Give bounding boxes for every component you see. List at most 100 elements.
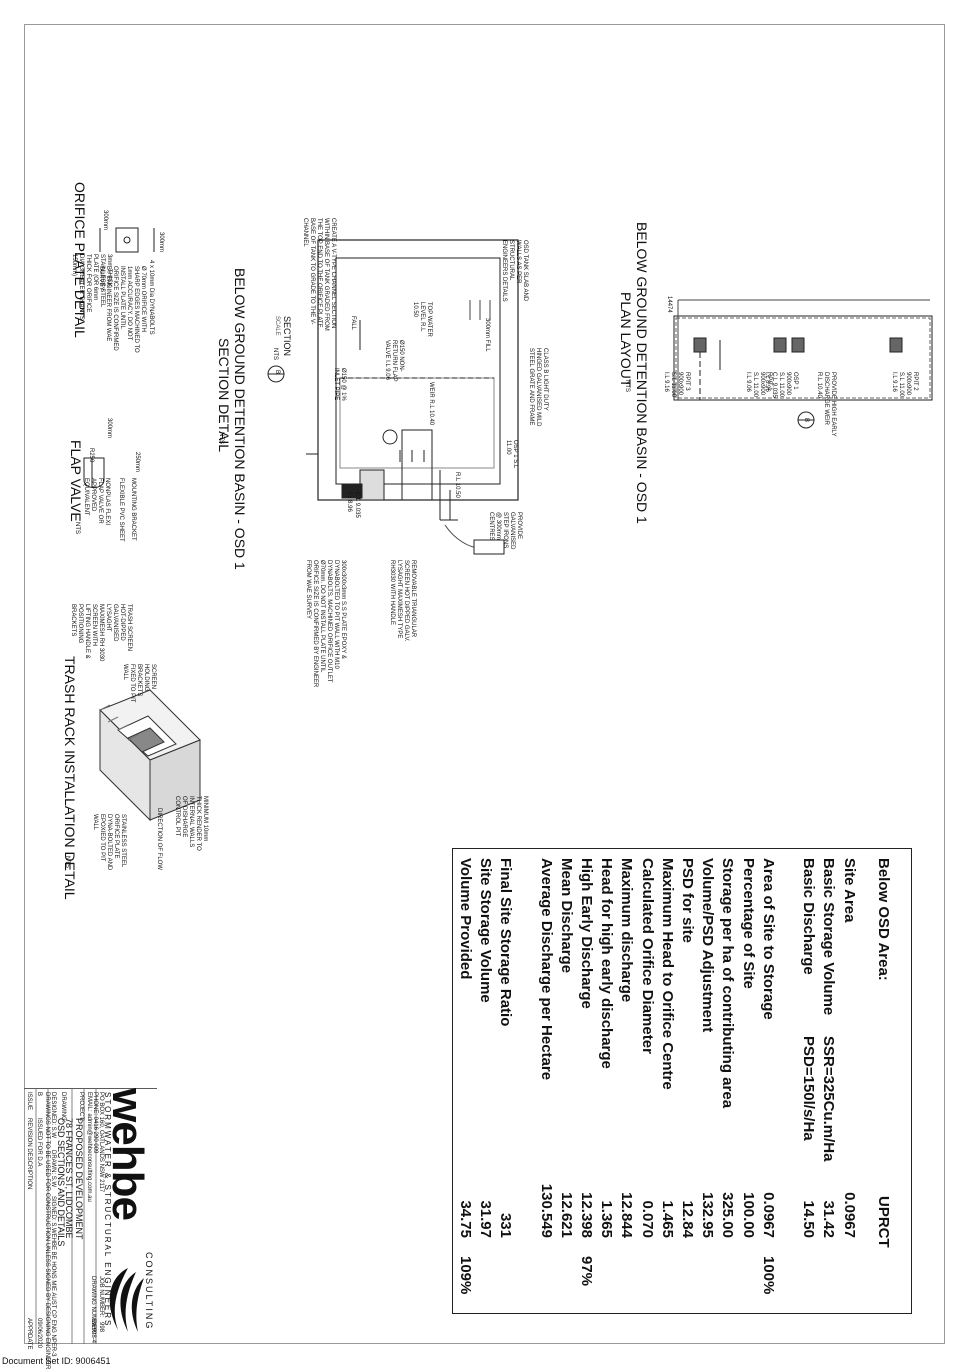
section-note-5: WEIR R.L 10.40 xyxy=(428,382,434,426)
date-label: DATE xyxy=(26,1334,32,1350)
orifice-note-plate: 3mm THICK STAINLESS STEEL PLATE (OR 6mm … xyxy=(71,254,112,313)
plan-label-rpit3: RPIT 3 900x900 S.L 11.00 I.L 9.16 xyxy=(663,372,690,398)
osd-row-value: 12.621 xyxy=(557,1192,575,1238)
osd-row-label: Volume/PSD Adjustment xyxy=(699,858,717,1033)
company-phone: PHONE: 0416 290 009 xyxy=(92,1092,98,1154)
section-note-7: Ø150 NON-RETURN FLAP VALVE I.L 9.06 xyxy=(384,340,404,382)
plan-section-marker-label: B xyxy=(803,418,809,423)
osd-row-label: PSD for site xyxy=(679,858,696,944)
osd-row-label: Maximum Head to Orifice Centre xyxy=(658,858,676,1090)
plan-pit-rpit1 xyxy=(773,337,787,353)
issue-description: ISSUED FOR D.A xyxy=(36,1118,42,1167)
drawn-by: DRAWN: S.W xyxy=(50,1150,56,1188)
section-note-16: 300x300x3mm S.S PLATE EPOXY & DYNABOLTED… xyxy=(305,560,346,688)
logo-flame-icon xyxy=(109,1268,144,1332)
issue-label: ISSUE xyxy=(26,1092,32,1111)
osd-calc-table xyxy=(452,848,912,1314)
construction-warning: DRAWINGS NOT TO BE USED FOR CONSTRUCTION… xyxy=(44,1092,50,1370)
issue-value: B xyxy=(36,1092,42,1097)
plan-scale: NTS xyxy=(624,380,630,392)
drawing-number: SW998-4 xyxy=(90,1318,96,1344)
osd-row-label: Basic Discharge xyxy=(800,858,818,975)
osd-row-value: 12.84 xyxy=(679,1200,696,1238)
trash-note-3: MINIMUM 10mm THICK RENDER TO INTERNAL WA… xyxy=(174,796,208,851)
drawing-sheet-border xyxy=(24,24,945,1344)
osd-row-value: 31.97 xyxy=(477,1200,494,1238)
plan-tank-outline xyxy=(673,315,933,401)
trash-note-1: SCREEN HOLDING BRACKETS FIXED TO PIT WAL… xyxy=(122,664,156,703)
osd-row-value: 31.42 xyxy=(820,1200,838,1238)
section-note-3: 300mm FILL xyxy=(484,318,490,352)
osd-row-value: 325.00 xyxy=(719,1192,737,1238)
osd-heading: Below OSD Area: xyxy=(875,858,892,981)
section-note-12: PROVIDE GALVANISED STEP IRONS @ 300mm CE… xyxy=(488,512,522,550)
osd-row-label: High Early Discharge xyxy=(578,858,595,1009)
signed-by: SIGNED: S.WEHBE BE HONS MIE AUST CP ENG … xyxy=(50,1196,56,1357)
job-number: 998 xyxy=(98,1322,104,1333)
section-inlet-pipe xyxy=(382,429,398,445)
issue-date: 09/06/2020 xyxy=(36,1318,42,1349)
osd-row-value: 0.0967 xyxy=(840,1192,858,1238)
revision-label: REVISION DESCRIPTION xyxy=(26,1118,32,1190)
osd-row-label: Head for high early discharge xyxy=(598,858,616,1069)
osd-row-label: Mean Discharge xyxy=(557,858,575,974)
plan-title: BELOW GROUND DETENTION BASIN - OSD 1 xyxy=(634,222,650,524)
flap-note-bracket: MOUNTING BRACKET xyxy=(130,478,136,541)
osd-row-formula: SSR=325Cu.m/Ha xyxy=(820,1036,838,1162)
plan-dimension: 14474 xyxy=(666,296,672,313)
osd-heading-value: UPRCT xyxy=(875,1196,892,1248)
osd-row-value: 34.75 xyxy=(456,1200,474,1238)
orifice-dim-1: 300mm xyxy=(158,232,164,253)
section-tank xyxy=(317,239,519,501)
trash-note-2: TRASH SCREEN HOT-DIPPED GALVANISED LYSAG… xyxy=(70,604,132,662)
section-marker-label: B xyxy=(274,370,280,375)
section-note-8: Ø150 @ 1% INLET PIPE xyxy=(333,368,346,401)
osd-row-percent: 109% xyxy=(456,1256,474,1295)
osd-row-formula: PSD=150l/s/Ha xyxy=(800,1036,818,1141)
company-address: PO BOX 160, OATLANDS NSW 2117 xyxy=(98,1092,104,1193)
flap-note-valve: NONPLAS FLEXI FLAP VALVE OR APPROVED EQU… xyxy=(83,478,110,526)
section-nts: NTS xyxy=(272,348,278,360)
section-label: SECTION xyxy=(282,316,292,357)
section-note-10: OSP 1 S.L 11.00 xyxy=(505,440,518,469)
section-note-13: C.L 9.035 xyxy=(354,492,360,518)
osd-row-label: Average Discharge per Hectare xyxy=(537,858,555,1081)
osd-row-label: Site Storage Volume xyxy=(477,858,494,1003)
osd-row-value: 14.50 xyxy=(800,1200,818,1238)
section-note-2: CLASS B LIGHT DUTY HINGED GALVANISED MIL… xyxy=(528,348,548,427)
osd-row-label: Area of Site to Storage xyxy=(759,858,777,1020)
plan-subtitle: PLAN LAYOUT xyxy=(618,292,634,388)
osd-row-value: 130.549 xyxy=(537,1183,555,1238)
osd-row-label: Final Site Storage Ratio xyxy=(497,858,515,1027)
osd-row-percent: 97% xyxy=(578,1256,595,1287)
osd-row-value: 100.00 xyxy=(739,1192,757,1238)
trash-scale: NTS xyxy=(64,856,70,868)
company-consulting: CONSULTING xyxy=(144,1252,154,1331)
plan-pit-rpit3 xyxy=(693,337,707,353)
title-block-lines xyxy=(24,1088,157,1344)
orifice-plate-square xyxy=(115,227,139,253)
section-scale: NTS xyxy=(218,432,224,444)
section-note-11: R.L 10.50 xyxy=(454,472,460,498)
osd-row-value: 0.070 xyxy=(638,1200,656,1238)
trash-note-4: DIRECTION OF FLOW xyxy=(156,808,162,870)
drawing-title: OSD SECTIONS AND DETAILS xyxy=(56,1118,66,1247)
osd-row-label: Site Area xyxy=(840,858,858,923)
project-name: PROPOSED DEVELOPMENT xyxy=(74,1118,84,1240)
flap-dim-1: 250mm xyxy=(134,452,140,473)
company-firm: STORMWATER & STRUCTURAL ENGINEERS xyxy=(103,1092,112,1328)
plan-pit-osp1 xyxy=(791,337,805,353)
osd-row-value: 132.95 xyxy=(699,1192,717,1238)
section-note-15: REMOVABLE TRIANGULAR SCREEN HOT DIPPED G… xyxy=(389,560,416,642)
plan-pit-rpit2 xyxy=(889,337,903,353)
osd-row-value: 1.365 xyxy=(598,1200,616,1238)
title-block xyxy=(24,1088,157,1345)
flap-scale: NTS xyxy=(74,522,80,534)
orifice-note-bolts: 4 x 10mm Dia DYNABOLTS xyxy=(148,260,154,335)
osd-row-value: 12.844 xyxy=(618,1192,636,1238)
section-note-1: OSD TANK SLAB AND WALLS AS PER STRUCTURA… xyxy=(501,240,528,302)
osd-row-value: 0.0967 xyxy=(759,1192,777,1238)
plan-label-weir: PROVIDE HIGH EARLY DISCHARGE WEIR R.L 10… xyxy=(816,372,836,437)
osd-row-label: Volume Provided xyxy=(456,858,474,980)
job-label: JOB NUMBER: xyxy=(98,1276,104,1318)
